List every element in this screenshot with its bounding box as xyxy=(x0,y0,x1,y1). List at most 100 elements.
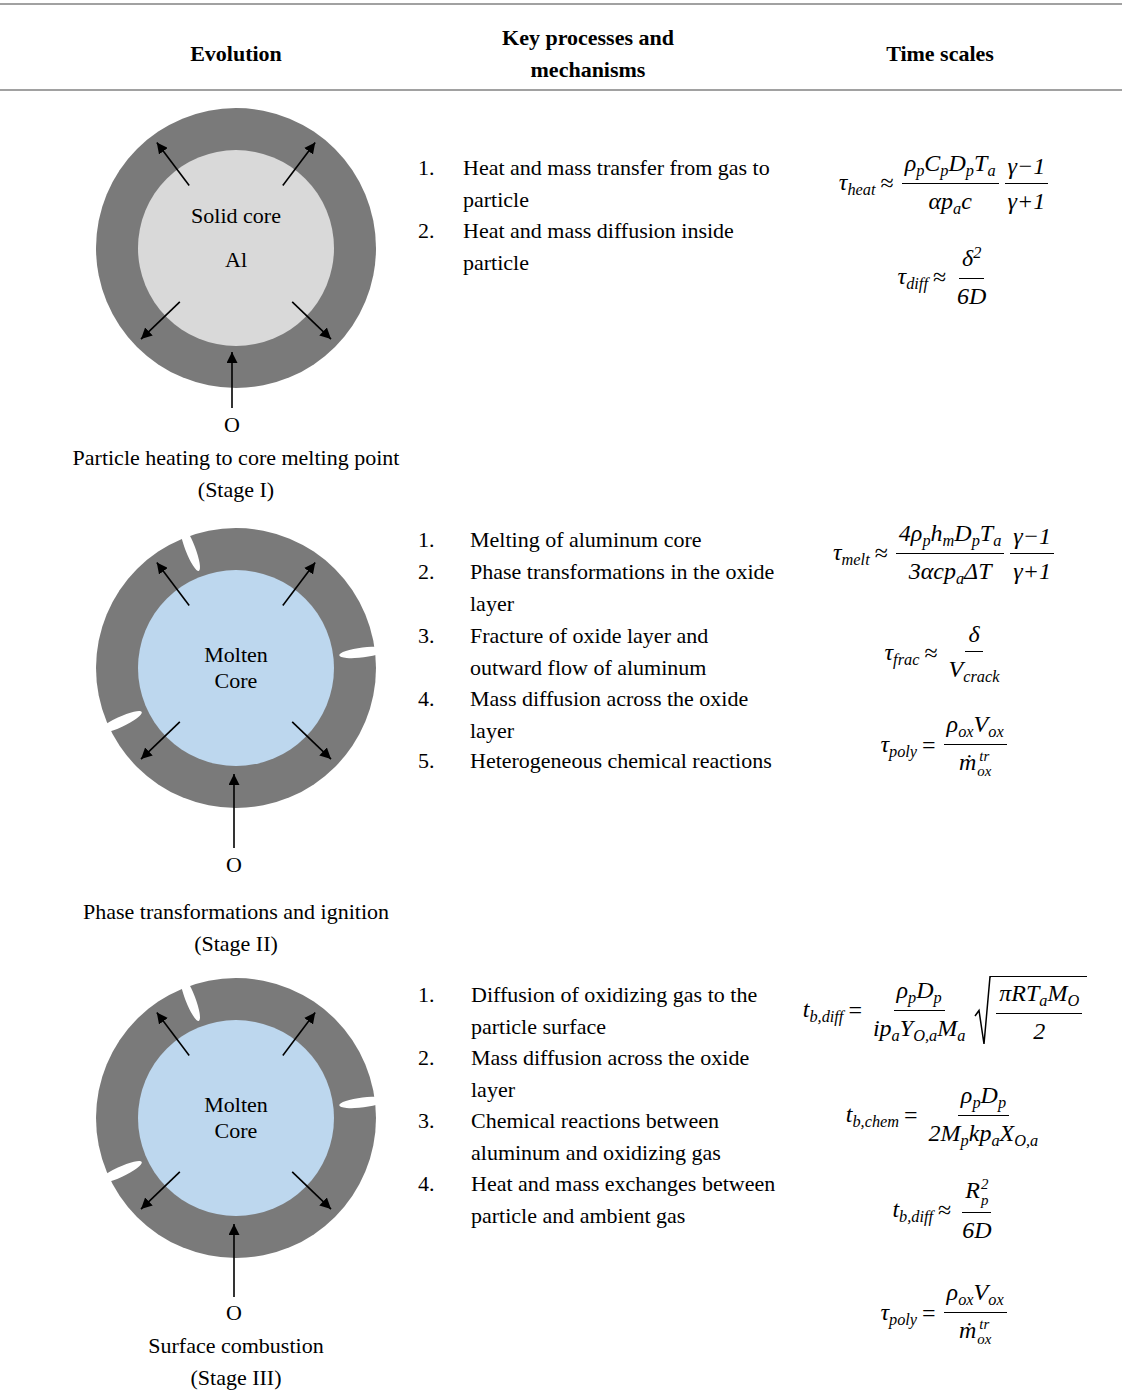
denominator: γ+1 xyxy=(1010,554,1054,585)
oxide-crack xyxy=(96,1157,144,1186)
denominator: Vcrack xyxy=(946,652,1003,686)
subscript: O,a xyxy=(1014,1131,1038,1150)
list-number: 1. xyxy=(418,979,435,1011)
stage-caption: Particle heating to core melting point xyxy=(73,443,400,473)
particle-core: Molten Core xyxy=(138,570,334,766)
subscript: ox xyxy=(977,1332,991,1348)
subscript: a xyxy=(957,1026,965,1045)
oxygen-label: O xyxy=(226,1297,242,1329)
subscript: melt xyxy=(842,550,870,569)
time-scale-symbol: τpoly xyxy=(880,730,917,761)
stage-caption: Surface combustion xyxy=(148,1331,323,1361)
fraction: πRTaMO2 xyxy=(996,979,1082,1045)
denominator: γ+1 xyxy=(1005,184,1049,215)
core-label: Molten Core xyxy=(204,1092,268,1144)
subscript: p xyxy=(916,161,924,180)
numerator: γ−1 xyxy=(1005,152,1049,184)
subscript: a xyxy=(993,531,1001,550)
time-scale-symbol: τpoly xyxy=(880,1298,917,1329)
time-scale-equation: tb,diff≈R2p6D xyxy=(892,1176,997,1243)
particle-core: Molten Core xyxy=(138,1020,334,1216)
subscript: a xyxy=(991,1131,999,1150)
process-item: Heterogeneous chemical reactions xyxy=(470,745,778,777)
numerator: ρpCpDpTa xyxy=(902,149,999,184)
numerator: ρpDp xyxy=(958,1081,1009,1116)
denominator: 6D xyxy=(959,1213,994,1244)
time-scale-symbol: τheat xyxy=(839,168,876,199)
process-item: Phase transformations in the oxide layer xyxy=(470,556,778,619)
numerator: πRTaMO xyxy=(996,979,1082,1014)
process-item: Heat and mass transfer from gas to parti… xyxy=(463,152,771,215)
equation-operator: ≈ xyxy=(924,639,937,667)
time-scale-symbol: τmelt xyxy=(833,538,870,569)
column-header: Key processes and mechanisms xyxy=(498,22,678,86)
subscript: a xyxy=(953,199,961,218)
time-scale-symbol: τdiff xyxy=(898,262,928,293)
fraction: ρoxVoxṁtrox xyxy=(944,1278,1007,1348)
fraction: δVcrack xyxy=(946,620,1003,686)
equation-operator: ≈ xyxy=(880,169,893,197)
oxide-shell xyxy=(96,528,376,808)
subscript: O,a xyxy=(913,1026,937,1045)
numerator: δ2 xyxy=(959,244,984,279)
stage-caption: (Stage III) xyxy=(190,1363,281,1393)
time-scale-symbol: tb,diff xyxy=(892,1195,933,1226)
time-scale-equation: tb,diff=ρpDpipaYO,aMaπRTaMO2 xyxy=(803,976,1088,1045)
denominator: ṁtrox xyxy=(956,745,994,780)
process-item: Heat and mass diffusion inside particle xyxy=(463,215,771,278)
list-number: 1. xyxy=(418,152,435,184)
process-item: Mass diffusion across the oxide layer xyxy=(471,1042,783,1105)
core-shape xyxy=(138,570,334,766)
subscript: ox xyxy=(988,722,1003,741)
time-scale-symbol: tb,chem xyxy=(846,1100,899,1131)
numerator: γ−1 xyxy=(1010,522,1054,554)
subscript: p xyxy=(966,161,974,180)
subscript: p xyxy=(972,1093,980,1112)
equation-operator: = xyxy=(922,731,936,759)
equation-operator: ≈ xyxy=(875,539,888,567)
core-shape xyxy=(138,1020,334,1216)
subscript: O xyxy=(1067,991,1079,1010)
process-item: Mass diffusion across the oxide layer xyxy=(470,683,778,746)
process-item: Chemical reactions between aluminum and … xyxy=(471,1105,783,1168)
process-item: Fracture of oxide layer and outward flow… xyxy=(470,620,778,683)
subscript: b,diff xyxy=(809,1007,843,1026)
subscript: ox xyxy=(958,722,973,741)
superscript: tr xyxy=(977,749,991,765)
subscript: b,chem xyxy=(852,1112,899,1131)
fraction: ρpDp2MpkpaXO,a xyxy=(926,1081,1042,1150)
core-label: Al xyxy=(225,247,247,273)
oxygen-arrow xyxy=(233,1224,235,1297)
subscript: a xyxy=(892,1026,900,1045)
numerator: δ xyxy=(965,620,982,652)
subscript: frac xyxy=(893,650,919,669)
subscript: p xyxy=(922,531,930,550)
subscript: p xyxy=(940,161,948,180)
superscript: 2 xyxy=(981,1177,988,1193)
oxide-crack xyxy=(339,645,388,661)
subscript: p xyxy=(934,988,942,1007)
equation-operator: ≈ xyxy=(933,263,946,291)
numerator: R2p xyxy=(962,1176,991,1212)
subscript: p xyxy=(908,988,916,1007)
subscript: p xyxy=(998,1093,1006,1112)
equation-operator: = xyxy=(848,996,862,1024)
list-number: 4. xyxy=(418,1168,435,1200)
time-scale-equation: τpoly=ρoxVoxṁtrox xyxy=(880,710,1009,780)
numerator: ρoxVox xyxy=(944,1278,1007,1313)
denominator: 3αcpaΔT xyxy=(906,554,995,588)
subscript: poly xyxy=(889,742,917,761)
oxide-crack xyxy=(177,974,204,1022)
subscript: poly xyxy=(889,1310,917,1329)
list-number: 2. xyxy=(418,215,435,247)
subscript: p xyxy=(961,1131,969,1150)
radical-sign xyxy=(975,976,991,1045)
subscript: a xyxy=(1039,991,1047,1010)
oxygen-label: O xyxy=(226,849,242,881)
equation-operator: = xyxy=(904,1101,918,1129)
superscript: 2 xyxy=(973,243,981,262)
denominator: 2 xyxy=(1030,1014,1048,1045)
fraction: R2p6D xyxy=(959,1176,994,1243)
